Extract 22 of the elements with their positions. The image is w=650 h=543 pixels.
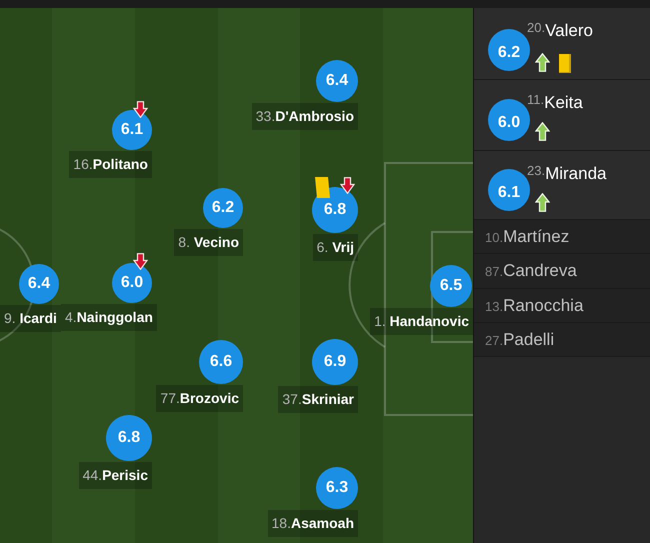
player-name-label: 8. Vecino — [174, 229, 243, 256]
substitute-row — [474, 80, 650, 151]
player-name-label: 9. Icardi — [0, 305, 61, 332]
player-name: $^{11.}$Keita — [527, 92, 583, 114]
player-name-label: 77.Brozovic — [156, 385, 243, 412]
player-name-label: 6. Vrij — [312, 234, 358, 261]
bench-player-row: 10.Martínez — [474, 220, 650, 254]
player-name-label: 44.Perisic — [78, 462, 152, 489]
rating-circle: 6.0 — [488, 99, 530, 141]
player-name-label: 33.D'Ambrosio — [252, 103, 358, 130]
bench-player-row: 87.Candreva — [474, 254, 650, 289]
substitute-row — [474, 8, 650, 80]
player-name: $^{23.}$Miranda — [527, 163, 606, 185]
player-name-label: 1. Handanovic — [370, 308, 473, 335]
player-name-label: 4.Nainggolan — [61, 304, 157, 331]
bench-player-row: 13.Ranocchia — [474, 289, 650, 323]
bench-player-row: 27.Padelli — [474, 323, 650, 357]
player-name-label: 37.Skriniar — [278, 386, 358, 413]
substitute-row — [474, 151, 650, 220]
player-name-label: 16.Politano — [69, 151, 152, 178]
player-name: $^{20.}$Valero — [527, 20, 593, 42]
player-name-label: 18.Asamoah — [268, 510, 358, 537]
